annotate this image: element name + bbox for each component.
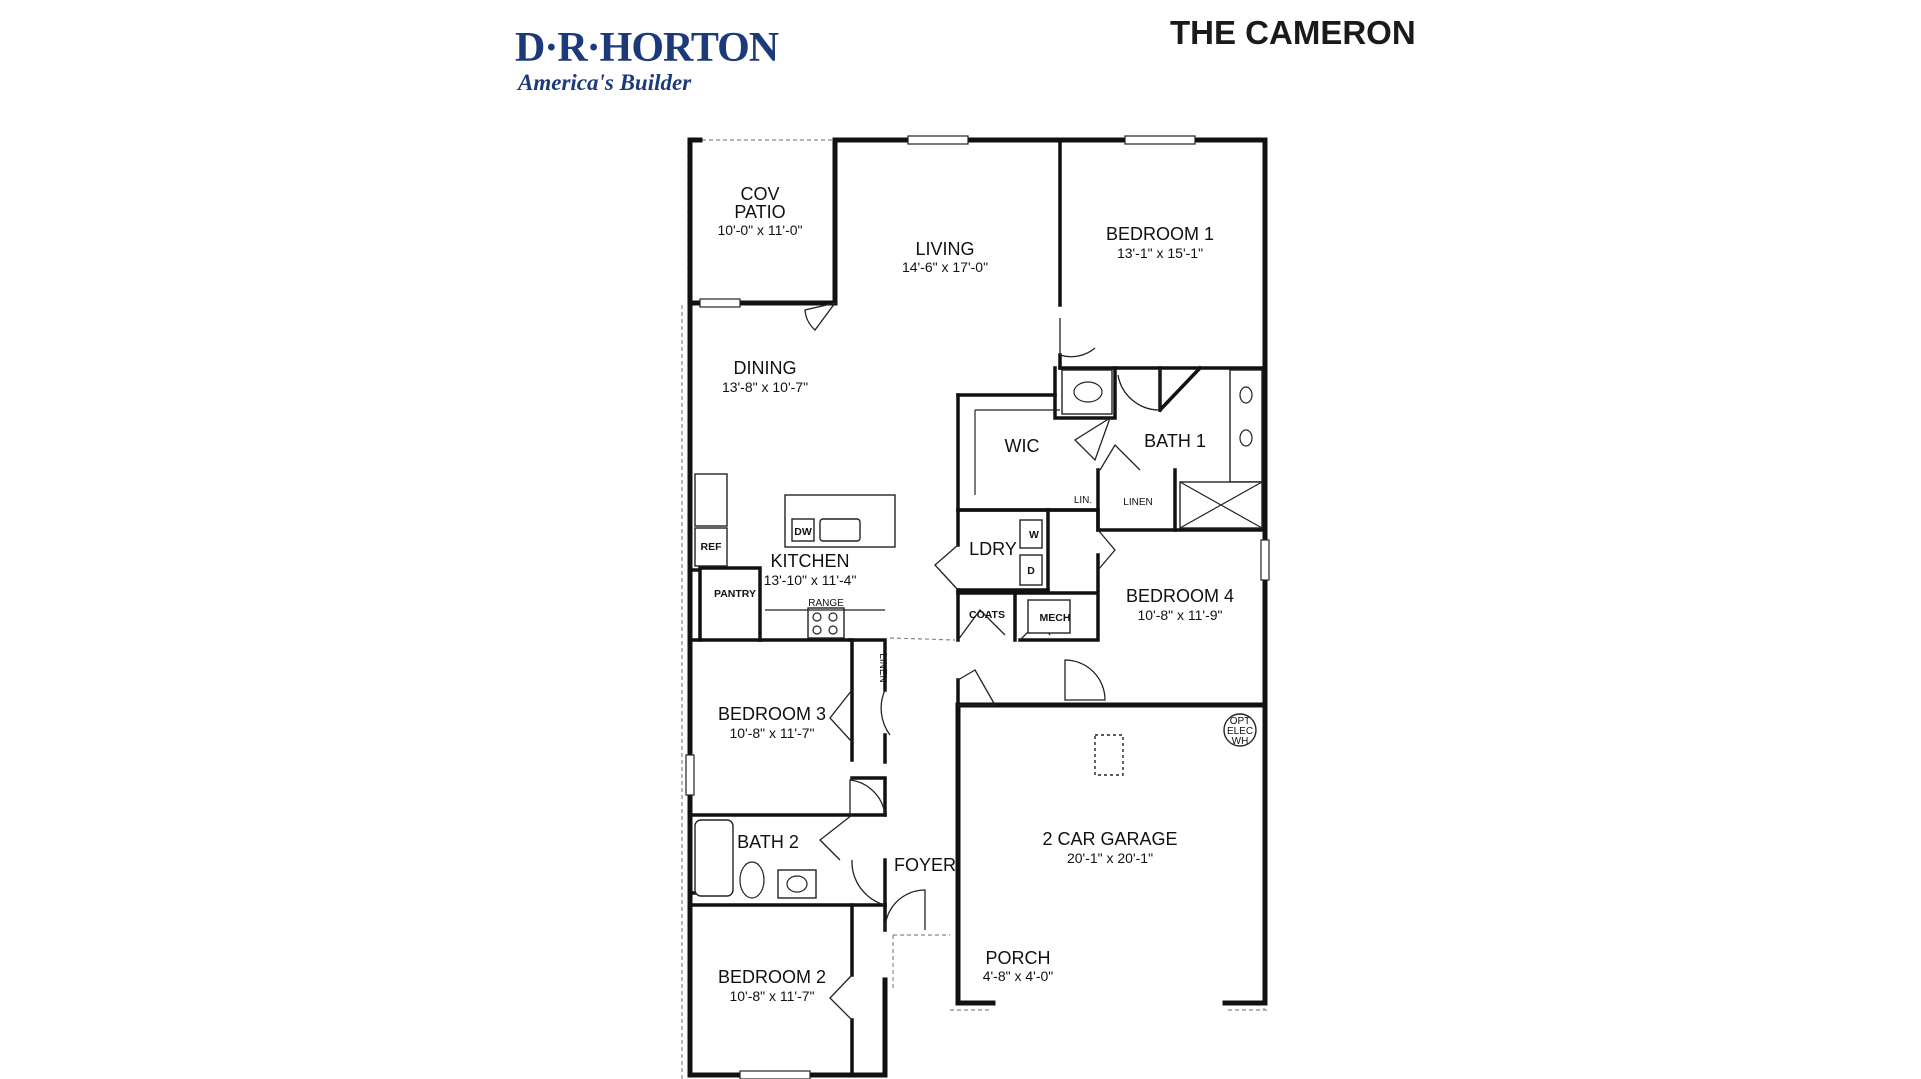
living-dims: 14'-6" x 17'-0" [902,259,988,275]
doors [804,301,1161,1021]
bedroom2-dims: 10'-8" x 11'-7" [729,988,814,1004]
dining-label: DINING [734,358,797,378]
bedroom3-dims: 10'-8" x 11'-7" [729,725,814,741]
lin-label: LIN. [1074,495,1092,506]
dryer-label: D [1027,565,1035,577]
mech-label: MECH [1040,612,1071,624]
linen-hall-label: LINEN [877,653,888,682]
bedroom4-label: BEDROOM 4 [1126,586,1234,606]
living-label: LIVING [915,239,974,259]
pantry-label: PANTRY [714,588,756,600]
cov-patio-dims: 10'-0" x 11'-0" [717,222,802,238]
builder-tagline: America's Builder [518,70,692,95]
porch-dims: 4'-8" x 4'-0" [983,968,1054,984]
windows [685,135,1270,1079]
opt-elec-wh-label-1: OPT [1230,716,1251,727]
coats-label: COATS [969,609,1005,621]
garage-label: 2 CAR GARAGE [1042,829,1177,849]
builder-logo: D·R·HORTON America's Builder [515,20,779,100]
ldry-label: LDRY [969,539,1017,559]
linen-bath1-label: LINEN [1123,497,1152,508]
range-label: RANGE [808,598,844,609]
fixture-labels: REF DW RANGE W D OPT ELEC WH [701,526,1254,747]
porch-label: PORCH [985,948,1050,968]
bedroom3-label: BEDROOM 3 [718,704,826,724]
kitchen-label: KITCHEN [770,551,849,571]
bedroom2-label: BEDROOM 2 [718,967,826,987]
bedroom1-label: BEDROOM 1 [1106,224,1214,244]
bath2-label: BATH 2 [737,832,799,852]
kitchen-dims: 13'-10" x 11'-4" [764,572,857,588]
wic-label: WIC [1005,436,1040,456]
fixtures [694,369,1263,899]
room-labels: COV PATIO 10'-0" x 11'-0" LIVING 14'-6" … [714,184,1234,1004]
bath1-label: BATH 1 [1144,431,1206,451]
cov-patio-label: COV [740,184,779,204]
cov-patio-label-2: PATIO [734,202,785,222]
foyer-label: FOYER [894,855,956,875]
garage-dims: 20'-1" x 20'-1" [1067,850,1153,866]
opt-elec-wh-label-2: ELEC [1227,726,1253,737]
bedroom1-dims: 13'-1" x 15'-1" [1117,245,1203,261]
plan-title: THE CAMERON [1170,14,1416,51]
builder-name: D·R·HORTON [515,25,779,71]
dw-label: DW [794,526,812,538]
washer-label: W [1029,529,1039,541]
bedroom4-dims: 10'-8" x 11'-9" [1137,607,1222,623]
ref-label: REF [701,541,723,553]
opt-elec-wh-label-3: WH [1232,736,1249,747]
dining-dims: 13'-8" x 10'-7" [722,379,808,395]
